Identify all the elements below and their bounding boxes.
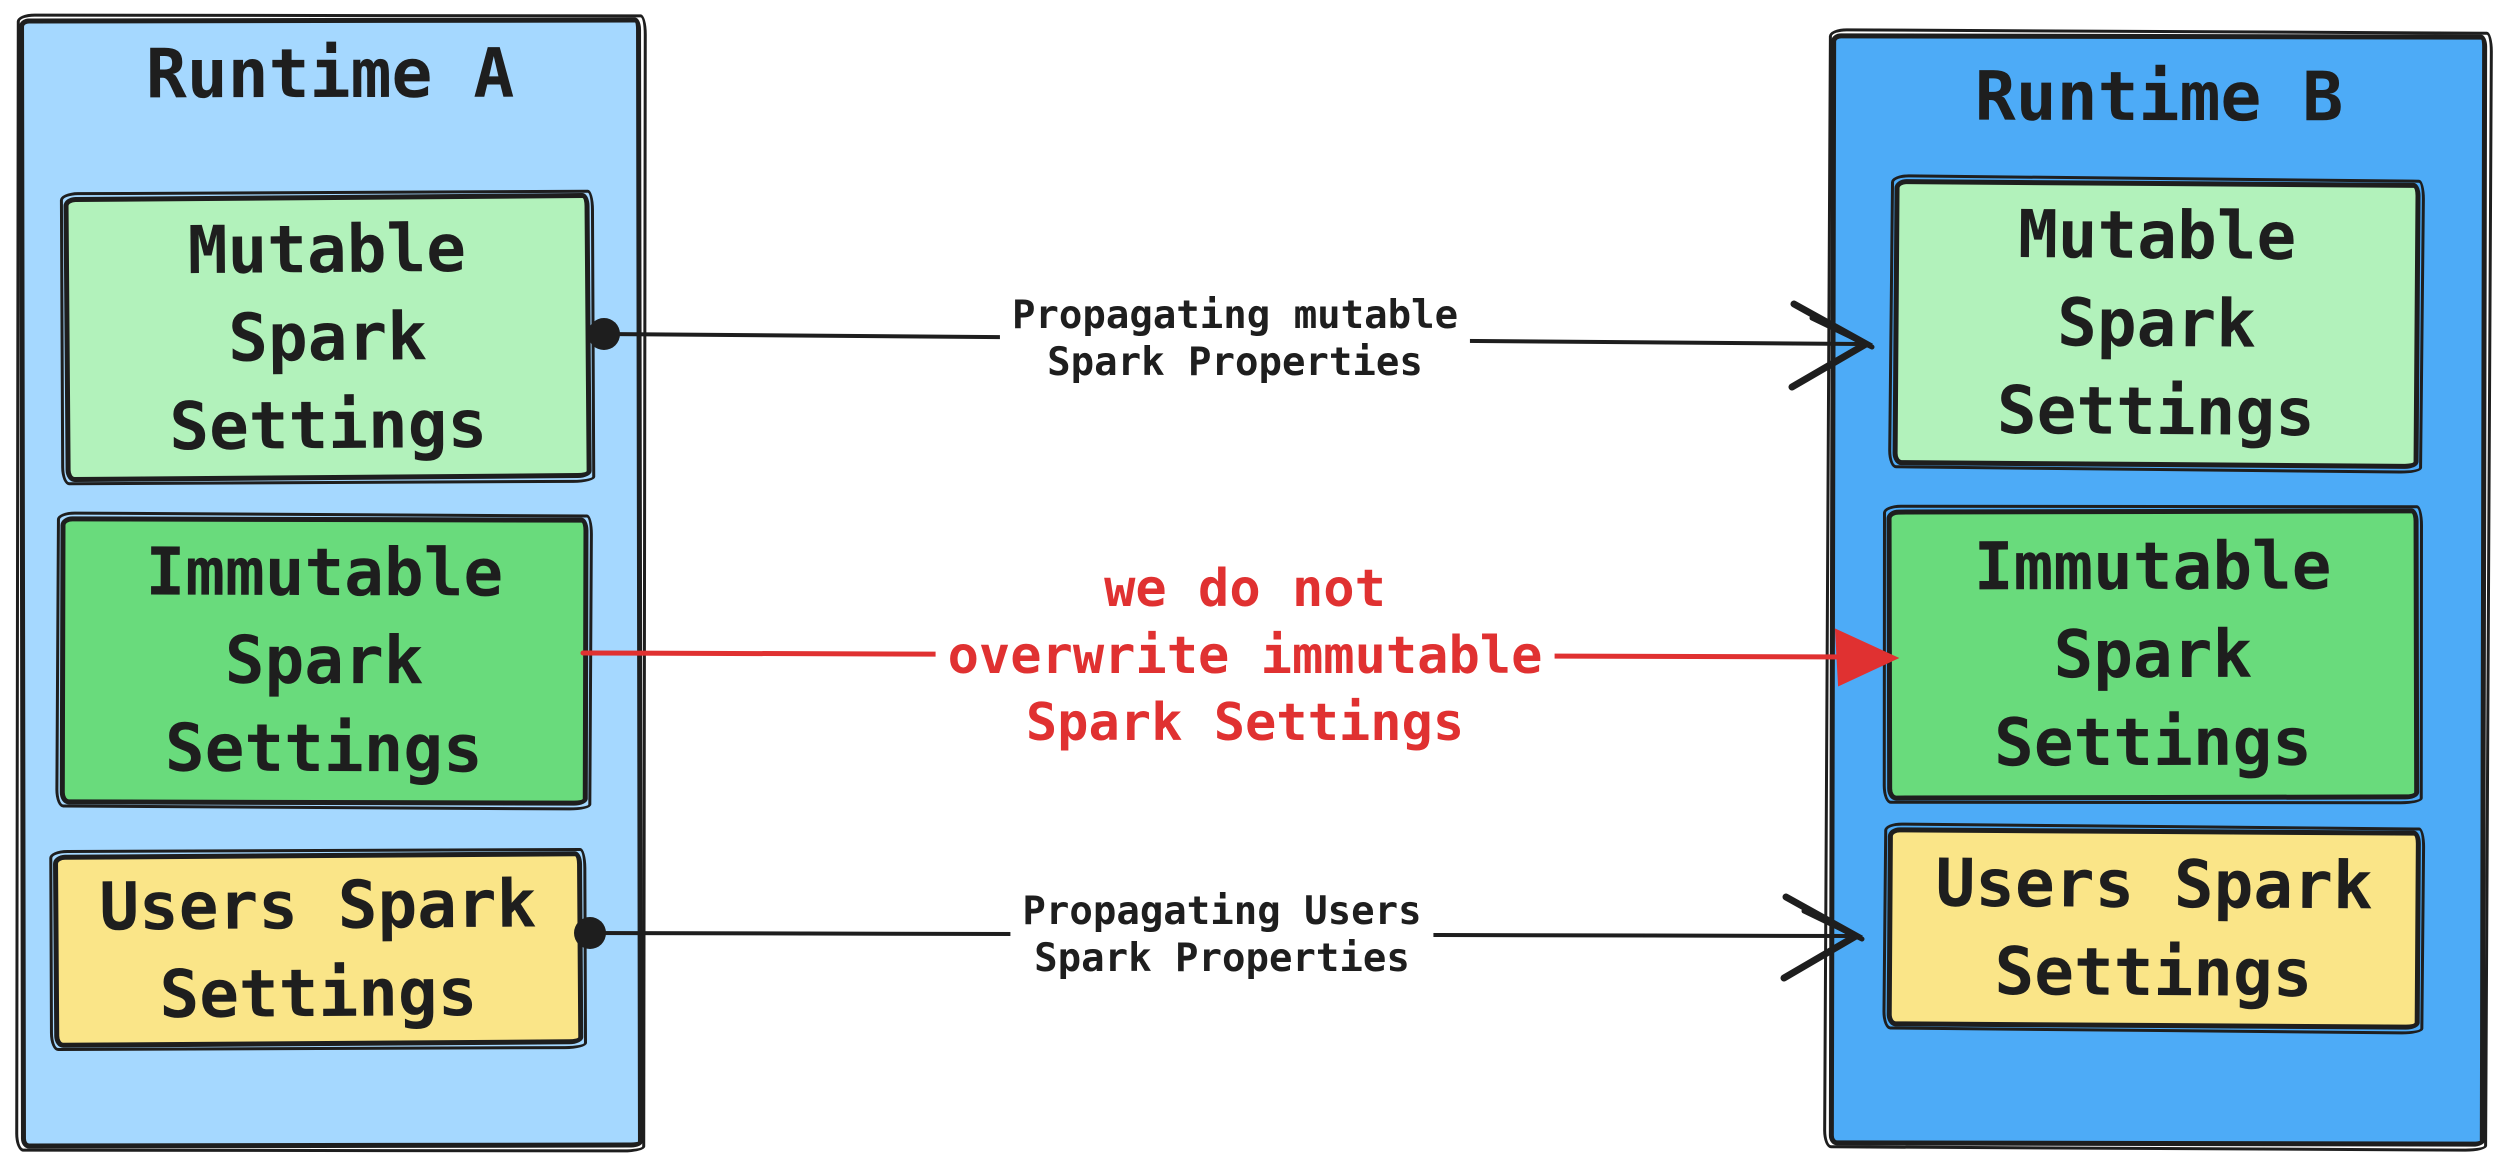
- runtime-a-container: Runtime A Mutable Spark Settings Immutab…: [19, 17, 643, 1149]
- runtime-b-users-settings-box: Users Spark Settings: [1886, 827, 2421, 1030]
- runtime-a-immutable-settings-label: Immutable Spark Settings: [145, 533, 504, 788]
- runtime-a-users-settings-label: Users Spark Settings: [99, 864, 537, 1033]
- arrow-label-propagating-users: Propagating Users Spark Properties: [1010, 888, 1434, 982]
- runtime-b-immutable-settings-box: Immutable Spark Settings: [1886, 508, 2420, 801]
- runtime-b-mutable-settings-box: Mutable Spark Settings: [1892, 179, 2421, 469]
- runtime-b-title: Runtime B: [1974, 57, 2344, 138]
- runtime-a-title: Runtime A: [145, 34, 515, 115]
- runtime-a-mutable-settings-box: Mutable Spark Settings: [63, 192, 592, 483]
- arrow-label-immutable-not-overwritten: we do not overwrite immutable Spark Sett…: [935, 556, 1555, 757]
- runtime-b-mutable-settings-label: Mutable Spark Settings: [1996, 195, 2316, 452]
- runtime-b-container: Runtime B Mutable Spark Settings Immutab…: [1828, 33, 2488, 1147]
- runtime-b-users-settings-label: Users Spark Settings: [1935, 844, 2373, 1012]
- runtime-a-users-settings-box: Users Spark Settings: [52, 851, 584, 1048]
- runtime-b-immutable-settings-label: Immutable Spark Settings: [1973, 527, 2332, 781]
- runtime-a-mutable-settings-label: Mutable Spark Settings: [169, 209, 488, 465]
- runtime-a-immutable-settings-box: Immutable Spark Settings: [59, 516, 589, 806]
- arrow-label-propagating-mutable: Propagating mutable Spark Properties: [999, 292, 1471, 386]
